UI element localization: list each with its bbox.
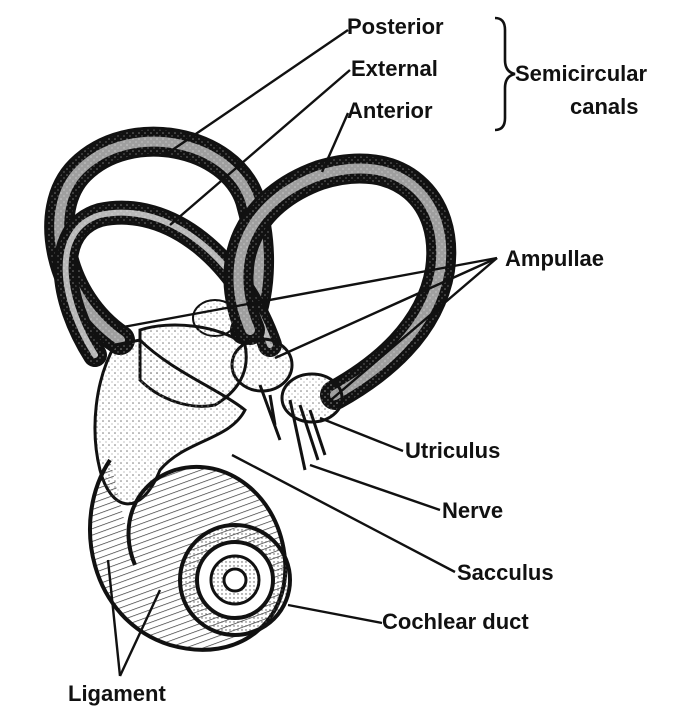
label-anterior: Anterior xyxy=(347,100,433,122)
label-nerve: Nerve xyxy=(442,500,503,522)
leader-cochlear-duct xyxy=(288,605,382,623)
label-ligament: Ligament xyxy=(68,683,166,705)
label-semicircular: Semicircular xyxy=(515,63,647,85)
label-utriculus: Utriculus xyxy=(405,440,500,462)
label-external: External xyxy=(351,58,438,80)
label-ampullae: Ampullae xyxy=(505,248,604,270)
label-canals: canals xyxy=(570,96,639,118)
leader-utriculus xyxy=(320,418,403,451)
leader-ampullae-3 xyxy=(325,258,497,405)
semicircular-bracket xyxy=(495,18,515,130)
leader-nerve xyxy=(310,465,440,510)
leader-posterior xyxy=(165,30,348,155)
label-cochlear-duct: Cochlear duct xyxy=(382,611,529,633)
label-posterior: Posterior xyxy=(347,16,444,38)
label-sacculus: Sacculus xyxy=(457,562,554,584)
